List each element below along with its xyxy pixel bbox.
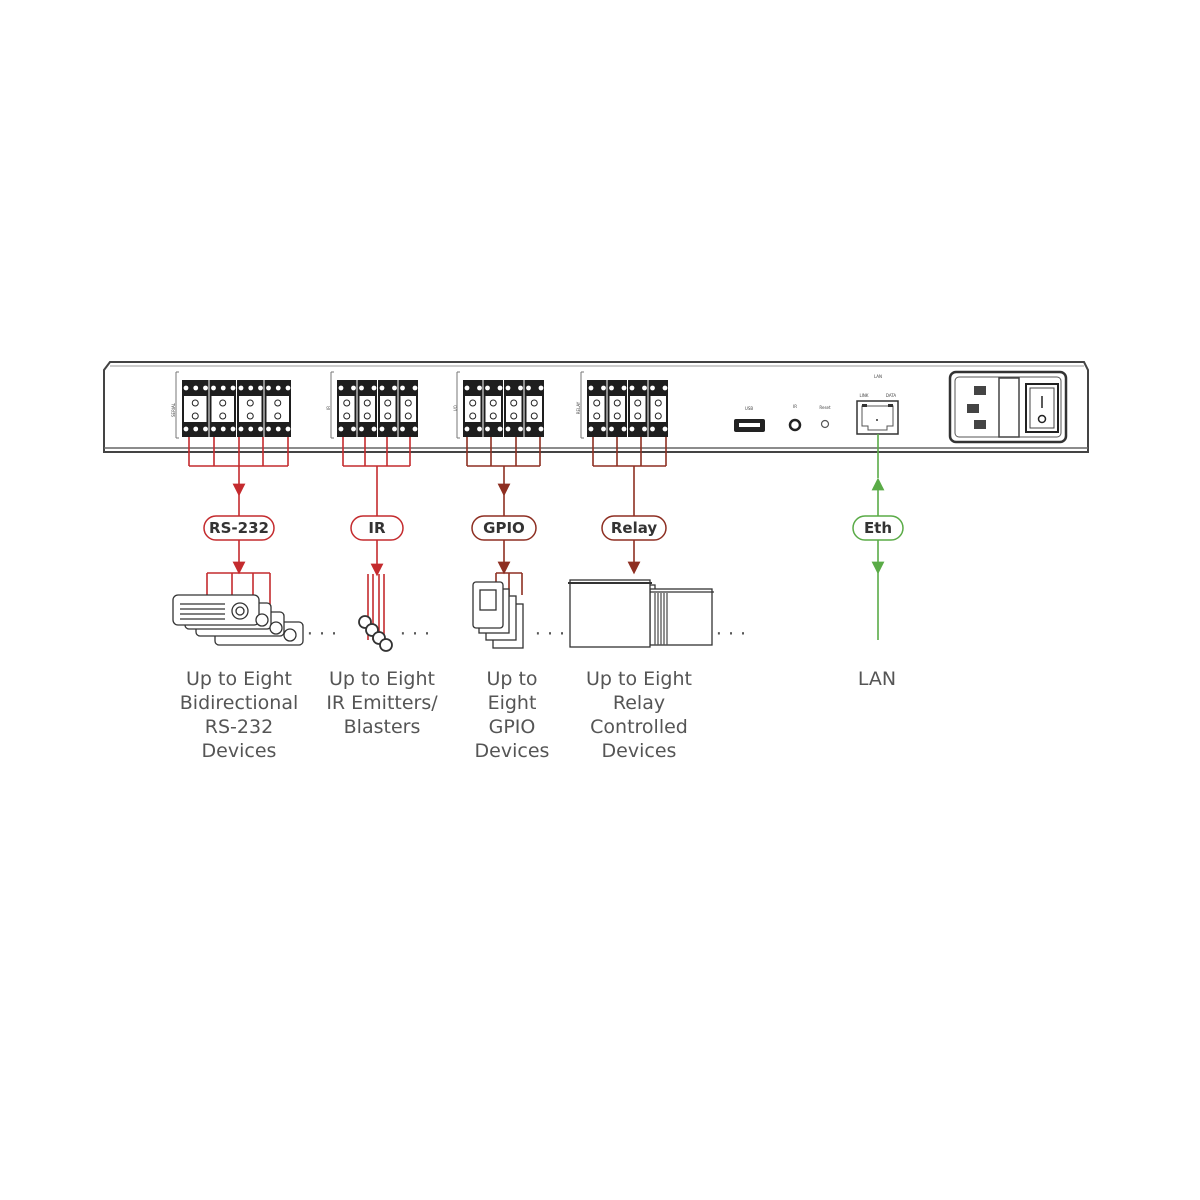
caption-line: Devices [202, 740, 277, 762]
relay-label: RELAY [576, 401, 581, 414]
rs232-ellipsis: · · · [307, 623, 337, 645]
link-label: LINK [859, 393, 868, 398]
caption-line: Bidirectional [180, 692, 299, 714]
caption-line: Controlled [590, 716, 688, 738]
projectors-icon [172, 594, 304, 646]
ir-jack [788, 418, 802, 432]
ir-jack-label: IR [793, 404, 797, 409]
ir-pill-label: IR [368, 519, 386, 537]
relay-pill: Relay [601, 515, 667, 541]
caption-line: Up to Eight [586, 668, 692, 690]
gpio-pill-label: GPIO [483, 519, 525, 537]
data-label: DATA [886, 393, 897, 398]
caption-line: Blasters [344, 716, 421, 738]
power-inlet-switch [948, 370, 1068, 444]
caption-line: RS-232 [205, 716, 273, 738]
caption-line: GPIO [489, 716, 536, 738]
caption-line: Devices [602, 740, 677, 762]
lan-port [856, 400, 899, 435]
lan-caption: LAN [858, 668, 896, 690]
ir-emitters-icon [358, 615, 393, 652]
caption-line: Up to [486, 668, 537, 690]
gpio-pill: GPIO [471, 515, 537, 541]
caption-line: Up to Eight [186, 668, 292, 690]
io-label: I/O [453, 405, 458, 411]
relay-pill-label: Relay [611, 519, 658, 537]
ir-pill: IR [350, 515, 404, 541]
lan-panel-label: LAN [874, 374, 882, 379]
caption-line: Devices [475, 740, 550, 762]
ir-label: IR [326, 406, 331, 410]
rs232-pill-label: RS-232 [209, 519, 269, 537]
ir-ellipsis: · · · [400, 623, 430, 645]
relay-terminal-block [580, 371, 668, 439]
eth-pill-label: Eth [864, 519, 892, 537]
relay-ellipsis: · · · [716, 623, 746, 645]
serial-label: SERIAL [171, 402, 176, 417]
gpio-devices-icon [472, 581, 524, 649]
serial-terminal-block [175, 371, 291, 439]
eth-pill: Eth [852, 515, 904, 541]
relay-devices-icon [568, 579, 714, 648]
caption-line: Relay [613, 692, 665, 714]
usb-label: USB [745, 406, 753, 411]
reset-label: Reset [819, 405, 831, 410]
reset-button [820, 419, 830, 429]
rs232-pill: RS-232 [203, 515, 275, 541]
gpio-terminal-block [456, 371, 544, 439]
caption-line: Up to Eight [329, 668, 435, 690]
caption-line: Eight [488, 692, 537, 714]
caption-line: LAN [858, 668, 896, 690]
gpio-ellipsis: · · · [535, 623, 565, 645]
ir-terminal-block [330, 371, 418, 439]
caption-line: IR Emitters/ [326, 692, 438, 714]
